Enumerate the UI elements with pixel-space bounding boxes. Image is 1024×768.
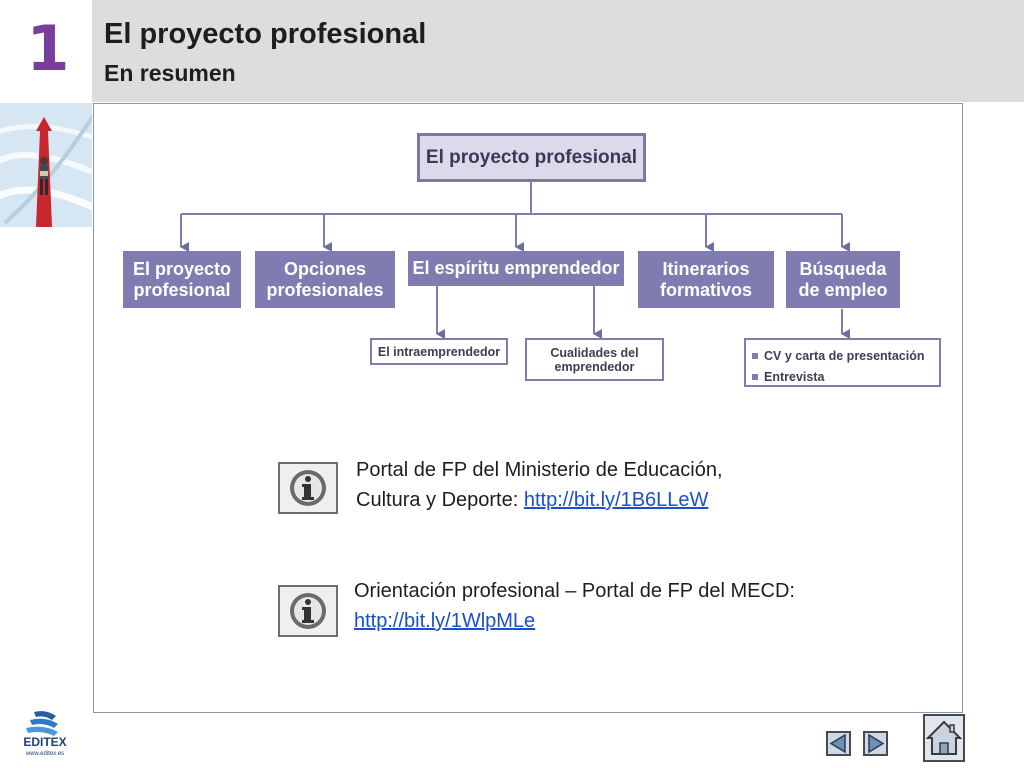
node-label-line2: formativos (659, 279, 753, 300)
node-label-line1: Opciones (283, 259, 366, 280)
info-icon (278, 585, 338, 637)
previous-button[interactable] (826, 731, 851, 756)
node-label-line2: profesionales (266, 279, 384, 300)
diagram-root-node: El proyecto profesional (417, 133, 646, 182)
next-button[interactable] (863, 731, 888, 756)
previous-icon (829, 733, 846, 754)
home-button[interactable] (923, 714, 965, 762)
bullet (752, 352, 758, 359)
list-item: Entrevista (752, 366, 939, 387)
info-line: Cultura y Deporte: http://bit.ly/1B6LLeW (356, 485, 723, 515)
node-label-line1: Búsqueda (799, 259, 887, 280)
info-text-portal-fp: Portal de FP del Ministerio de Educación… (356, 455, 723, 515)
info-text-orientacion: Orientación profesional – Portal de FP d… (354, 576, 795, 636)
side-image (0, 103, 92, 227)
next-icon (868, 733, 885, 754)
subnode-label: El intraemprendedor (377, 344, 501, 359)
info-line: Portal de FP del Ministerio de Educación… (356, 459, 723, 481)
info-glyph (290, 593, 326, 629)
link-portal-fp[interactable]: http://bit.ly/1B6LLeW (523, 489, 709, 511)
node-label-line1: El espíritu emprendedor (412, 258, 620, 279)
list-item-label: Entrevista (764, 369, 825, 384)
editex-logo: EDITEX www.editex.es (23, 711, 67, 757)
subnode-label-line1: Cualidades del (550, 345, 639, 360)
page-title: El proyecto profesional (104, 18, 427, 50)
info-line: http://bit.ly/1WlpMLe (354, 606, 795, 636)
diagram-root-label: El proyecto profesional (425, 146, 638, 168)
list-item-label: CV y carta de presentación (764, 348, 925, 363)
header-bar (92, 0, 1024, 102)
chapter-number: 1 (26, 12, 70, 85)
logo-text: EDITEX (23, 735, 66, 749)
info-icon (278, 462, 338, 514)
info-glyph (290, 470, 326, 506)
subnode-label-line2: emprendedor (554, 359, 635, 374)
logo-url: www.editex.es (25, 751, 64, 757)
link-orientacion[interactable]: http://bit.ly/1WlpMLe (354, 610, 536, 632)
node-label-line1: Itinerarios (662, 259, 750, 280)
diagram-node-espiritu: El espíritu emprendedor (408, 251, 624, 286)
node-label-line2: de empleo (798, 279, 888, 300)
content-panel (93, 103, 963, 713)
home-icon (925, 720, 963, 755)
node-label-line1: El proyecto (132, 259, 232, 280)
list-item: CV y carta de presentación (752, 345, 939, 366)
diagram-subnode-busqueda-list: CV y carta de presentación Entrevista (744, 338, 941, 387)
info-line-prefix: Cultura y Deporte: (356, 489, 524, 511)
diagram-subnode-intraemprendedor: El intraemprendedor (370, 338, 508, 365)
node-label-line2: profesional (133, 279, 231, 300)
page-subtitle: En resumen (104, 60, 236, 86)
bullet (752, 373, 758, 380)
info-line: Orientación profesional – Portal de FP d… (354, 580, 795, 602)
